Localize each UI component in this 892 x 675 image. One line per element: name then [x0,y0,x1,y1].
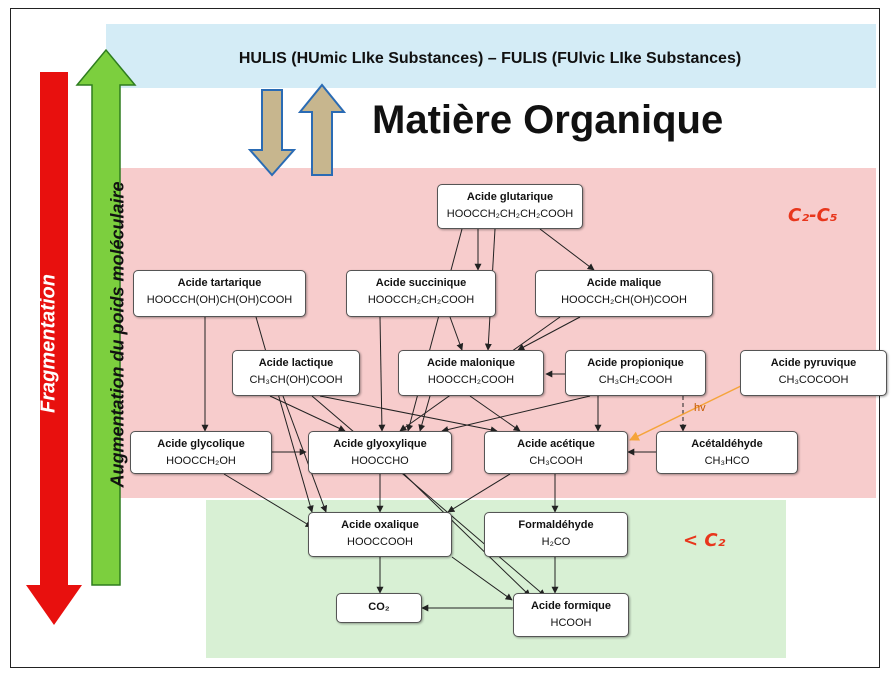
node-name: Acide glyoxylique [333,438,427,450]
node-acetaldehyde: Acétaldéhyde CH₃HCO [656,431,798,474]
fragmentation-arrow [26,72,82,625]
node-name: Acide glutarique [466,191,554,203]
node-formaldehyde: Formaldéhyde H₂CO [484,512,628,557]
hulis-band [106,24,876,88]
edge-propionique-glyoxylique [441,395,591,433]
node-formula: HOOCCH₂COOH [427,374,515,386]
node-formula: HOOCCH₂OH [166,455,236,467]
edge-lactique-glyoxylique [269,395,346,432]
hulis-fulis-label: HULIS (HUmic LIke Substances) – FULIS (F… [238,50,742,67]
node-acide-glyoxylique: Acide glyoxylique HOOCCHO [308,431,452,474]
node-formula: CH₃HCO [704,455,750,467]
up-arrow-icon [297,83,347,176]
node-acide-formique: Acide formique HCOOH [513,593,629,637]
node-name: Acide oxalique [341,519,419,531]
node-formula: HOOCCH₂CH₂COOH [367,294,475,306]
edge-acetique-oxalique [447,473,511,513]
c2-c5-label: C₂-C₅ [788,205,838,226]
node-formula: HOOCCH₂CH(OH)COOH [561,294,687,306]
node-name: Acide pyruvique [770,357,857,369]
edge-malique-malonique [517,316,581,351]
edge-tartarique-oxalique [255,316,314,513]
node-name: Acide succinique [375,277,467,289]
node-formula: CH₃CH₂COOH [598,374,673,386]
node-formula: CH₃COCOOH [778,374,849,386]
node-acide-succinique: Acide succinique HOOCCH₂CH₂COOH [346,270,496,317]
node-co2: CO₂ [336,593,422,623]
edge-glycolique-oxalique [223,473,313,528]
edge-pyruvique-acetique-hv [629,383,746,441]
node-name: Acide malonique [426,357,516,369]
figure-frame [10,8,880,668]
node-name: Acide acétique [517,438,595,450]
edge-malonique-glyoxylique [418,395,431,432]
node-name: Acide propionique [587,357,684,369]
node-acide-malique: Acide malique HOOCCH₂CH(OH)COOH [535,270,713,317]
edge-succinique-malonique [449,316,464,351]
node-formula: HCOOH [550,617,592,629]
node-formula: HOOCCHO [351,455,409,467]
node-acide-acetique: Acide acétique CH₃COOH [484,431,628,474]
molecular-weight-arrow [75,48,137,586]
edge-glyoxylique-formique [403,473,531,597]
edge-malonique-acetique [469,395,521,432]
node-name: CO₂ [368,601,390,613]
node-formula: HOOCCH₂CH₂CH₂COOH [446,208,574,220]
page-title: Matière Organique [372,98,724,142]
node-acide-propionique: Acide propionique CH₃CH₂COOH [565,350,706,396]
node-acide-pyruvique: Acide pyruvique CH₃COCOOH [740,350,887,396]
node-acide-glycolique: Acide glycolique HOOCCH₂OH [130,431,272,474]
node-acide-lactique: Acide lactique CH₃CH(OH)COOH [232,350,360,396]
node-formula: HOOCCH(OH)CH(OH)COOH [146,294,293,306]
hv-label: hv [694,402,706,414]
node-acide-tartarique: Acide tartarique HOOCCH(OH)CH(OH)COOH [133,270,306,317]
edge-glutarique-malique [539,228,595,271]
node-acide-malonique: Acide malonique HOOCCH₂COOH [398,350,544,396]
edge-oxalique-formique [451,556,513,601]
node-name: Acétaldéhyde [691,438,763,450]
node-formula: H₂CO [541,536,571,548]
node-name: Acide malique [586,277,662,289]
node-name: Acide glycolique [157,438,245,450]
lt-c2-label: < C₂ [683,530,726,551]
node-name: Acide tartarique [177,277,262,289]
node-name: Formaldéhyde [518,519,594,531]
down-arrow-icon [247,89,297,177]
node-formula: CH₃CH(OH)COOH [249,374,343,386]
edge-glutarique-glyoxylique [406,228,463,432]
node-acide-glutarique: Acide glutarique HOOCCH₂CH₂CH₂COOH [437,184,583,229]
edge-succinique-glyoxylique [378,316,386,432]
edge-lactique-formique [311,395,546,597]
node-name: Acide lactique [258,357,334,369]
node-name: Acide formique [530,600,612,612]
node-formula: HOOCCOOH [347,536,413,548]
node-acide-oxalique: Acide oxalique HOOCCOOH [308,512,452,557]
node-formula: CH₃COOH [529,455,583,467]
